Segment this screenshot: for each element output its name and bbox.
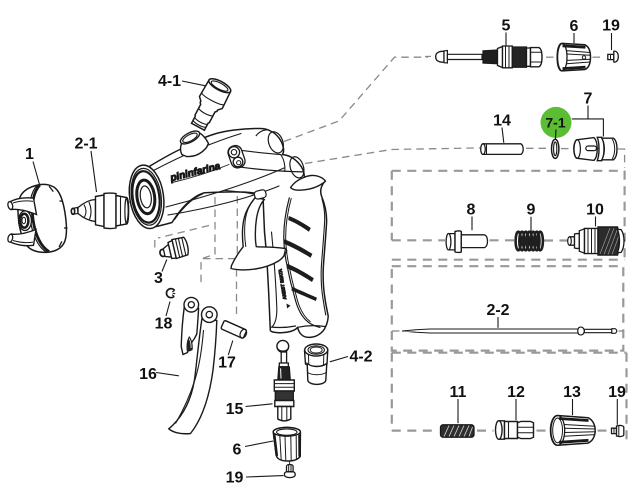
svg-text:4-1: 4-1 [158,73,181,90]
svg-text:ANEST IWATA: ANEST IWATA [278,268,288,300]
svg-text:19: 19 [226,469,244,486]
svg-text:7-1: 7-1 [545,114,565,130]
svg-text:19: 19 [602,18,620,35]
svg-text:18: 18 [155,315,173,332]
svg-text:1: 1 [25,146,34,163]
svg-text:8: 8 [467,201,476,218]
svg-text:14: 14 [493,112,511,129]
svg-text:3: 3 [154,270,163,287]
svg-text:9: 9 [527,202,536,219]
svg-text:15: 15 [226,401,244,418]
svg-text:4-2: 4-2 [349,348,372,365]
svg-text:10: 10 [586,201,604,218]
svg-text:19: 19 [608,384,626,401]
svg-text:2-1: 2-1 [74,135,97,152]
svg-text:2-2: 2-2 [486,302,509,319]
svg-text:13: 13 [563,384,581,401]
svg-text:6: 6 [570,18,579,35]
svg-text:16: 16 [139,366,157,383]
svg-text:17: 17 [218,354,236,371]
svg-text:5: 5 [502,17,511,34]
svg-text:7: 7 [584,90,593,107]
svg-text:11: 11 [450,384,467,401]
svg-text:6: 6 [233,441,242,458]
svg-text:12: 12 [507,384,525,401]
